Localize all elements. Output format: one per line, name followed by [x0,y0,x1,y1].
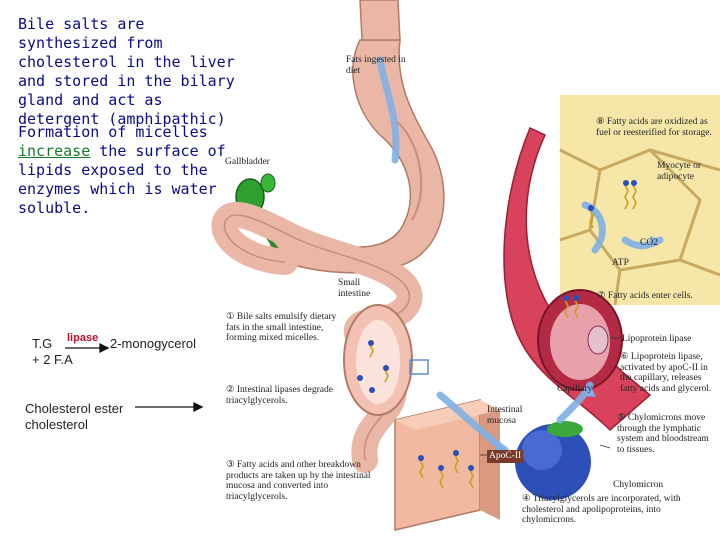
glycerol-heads [357,180,637,471]
equation-arrows [65,342,204,413]
capillary-label: Capillary [557,384,593,394]
small-intestine-label: Small intestine [338,278,371,299]
step-8-label: ⑧ Fatty acids are oxidized as fuel or re… [596,117,712,138]
cell-cluster [559,95,720,306]
atp-label: ATP [612,258,629,268]
step-7-label: ⑦ Fatty acids enter cells. [597,291,693,301]
micelles-text-end: the surface of lipids exposed to the enz… [18,142,226,217]
micelles-paragraph: Formation of micelles increase the surfa… [18,123,253,218]
eq1-right: 2-monogycerol [110,336,196,351]
fats-ingested-label: Fats ingested in diet [346,55,406,76]
step-1-label: ① Bile salts emulsify dietary fats in th… [226,312,337,343]
lipoprotein-lipase-label: Lipoprotein lipase [622,334,692,344]
bile-salts-paragraph: Bile salts are synthesized from choleste… [18,15,235,128]
apoc-ii-label: ApoC-II [487,450,524,463]
myocyte-label: Myocyte or adipocyte [657,161,702,182]
increase-keyword: increase [18,142,91,160]
eq2-left: Cholesterol ester [25,401,124,416]
fatty-acid-glyphs [369,184,637,489]
intestinal-mucosa-label: Intestinal mucosa [487,405,523,426]
eq1-left: T.G [32,336,53,351]
step-3-label: ③ Fatty acids and other breakdown produc… [226,460,371,502]
eq1-enzyme: lipase [67,332,99,344]
co2-label: CO2 [640,238,658,248]
micelles-text-start: Formation of micelles [18,123,208,141]
gallbladder-label: Gallbladder [225,157,270,167]
step-4-label: ④ Triacylglycerols are incorporated, wit… [522,494,681,525]
eq2-bottom: cholesterol [25,417,88,432]
step-5-label: ⑤ Chylomicrons move through the lymphati… [617,413,709,455]
step-2-label: ② Intestinal lipases degrade triacylglyc… [226,385,333,406]
chylomicron-label: Chylomicron [613,480,664,490]
step-6-label: ⑥ Lipoprotein lipase, activated by apoC-… [620,352,712,394]
eq1-bottom: + 2 F.A [32,352,73,367]
